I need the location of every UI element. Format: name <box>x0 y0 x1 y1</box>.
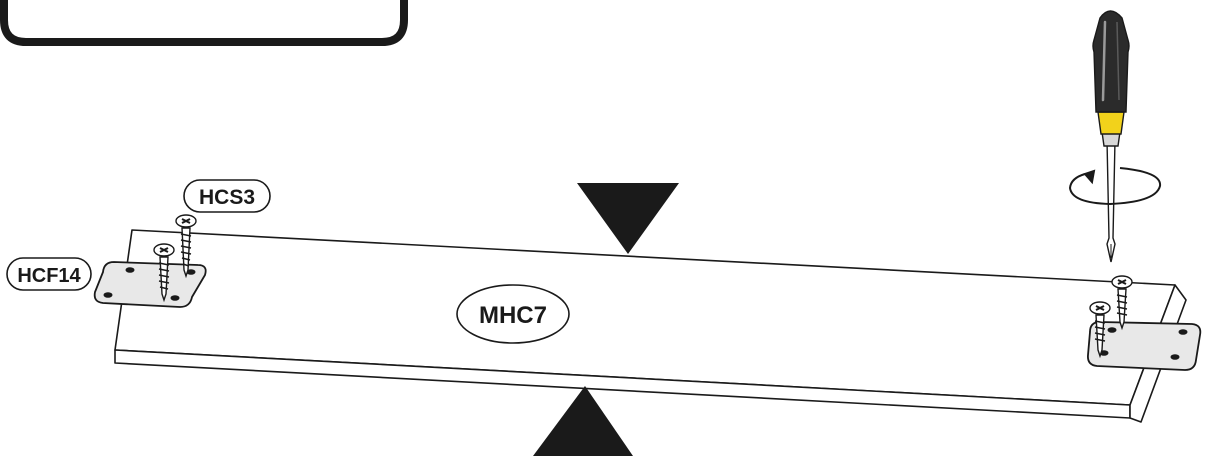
shelf-board <box>114 229 1187 423</box>
screw-icon <box>1089 301 1111 359</box>
label-bracket: HCF14 <box>6 257 92 291</box>
arrow-down-icon <box>577 183 679 254</box>
label-screw: HCS3 <box>183 179 271 213</box>
svg-text:MHC7: MHC7 <box>479 302 547 329</box>
screw-icon <box>153 243 175 303</box>
screw-icon <box>175 214 197 279</box>
arrow-up-icon <box>533 386 633 456</box>
screw-icon <box>1111 275 1133 331</box>
label-board: MHC7 <box>456 284 570 344</box>
svg-text:HCF14: HCF14 <box>17 265 81 287</box>
callout-frame <box>0 0 408 46</box>
rotation-arrow-icon <box>1068 167 1162 206</box>
bracket-plate-left <box>93 261 207 308</box>
screwdriver-icon <box>1092 10 1130 263</box>
bracket-plate-right <box>1087 321 1202 371</box>
svg-text:HCS3: HCS3 <box>199 186 255 209</box>
